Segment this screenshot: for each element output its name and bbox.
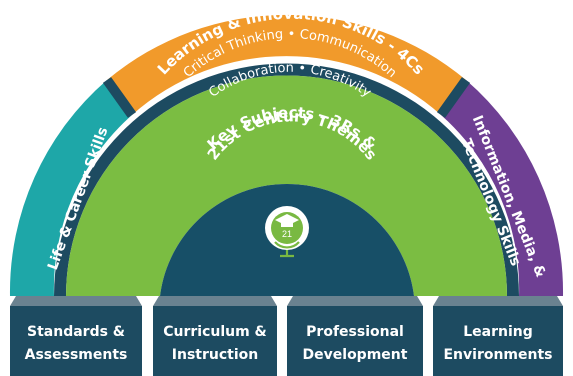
pillar-body: [10, 306, 142, 376]
globe-graduation-cap-icon: 21: [265, 206, 309, 258]
learning-innovation-band: [107, 14, 466, 116]
life-career-band: [9, 80, 132, 296]
outer-band: [9, 14, 564, 296]
pillar-cap: [287, 296, 423, 306]
logo-cap-base: [281, 222, 293, 227]
logo-text: 21: [282, 229, 292, 239]
pillar-cap: [433, 296, 563, 306]
pillars: Standards & Assessments Curriculum & Instru…: [10, 296, 563, 376]
outer-divider-left: [102, 77, 137, 118]
pillar-label-line1: Learning: [463, 324, 533, 340]
outer-divider-right: [436, 77, 471, 118]
pillar-label-line1: Curriculum &: [163, 324, 267, 340]
pillar-label-line2: Instruction: [172, 347, 258, 363]
key-subjects-band: [66, 75, 507, 297]
pillar-label-line2: Assessments: [25, 347, 128, 363]
pillar: Standards & Assessments: [10, 296, 142, 376]
pillar-body: [433, 306, 563, 376]
pillar-cap: [10, 296, 142, 306]
information-media-band: [441, 80, 564, 296]
pillar: Curriculum & Instruction: [153, 296, 277, 376]
pillar-body: [287, 306, 423, 376]
pillar-label-line1: Professional: [306, 324, 404, 340]
logo-stand: [274, 241, 300, 258]
pillar-cap: [153, 296, 277, 306]
pillar-label-line2: Environments: [443, 347, 552, 363]
pillar-label-line1: Standards &: [27, 324, 125, 340]
pillar-label-line2: Development: [303, 347, 408, 363]
pillar-body: [153, 306, 277, 376]
